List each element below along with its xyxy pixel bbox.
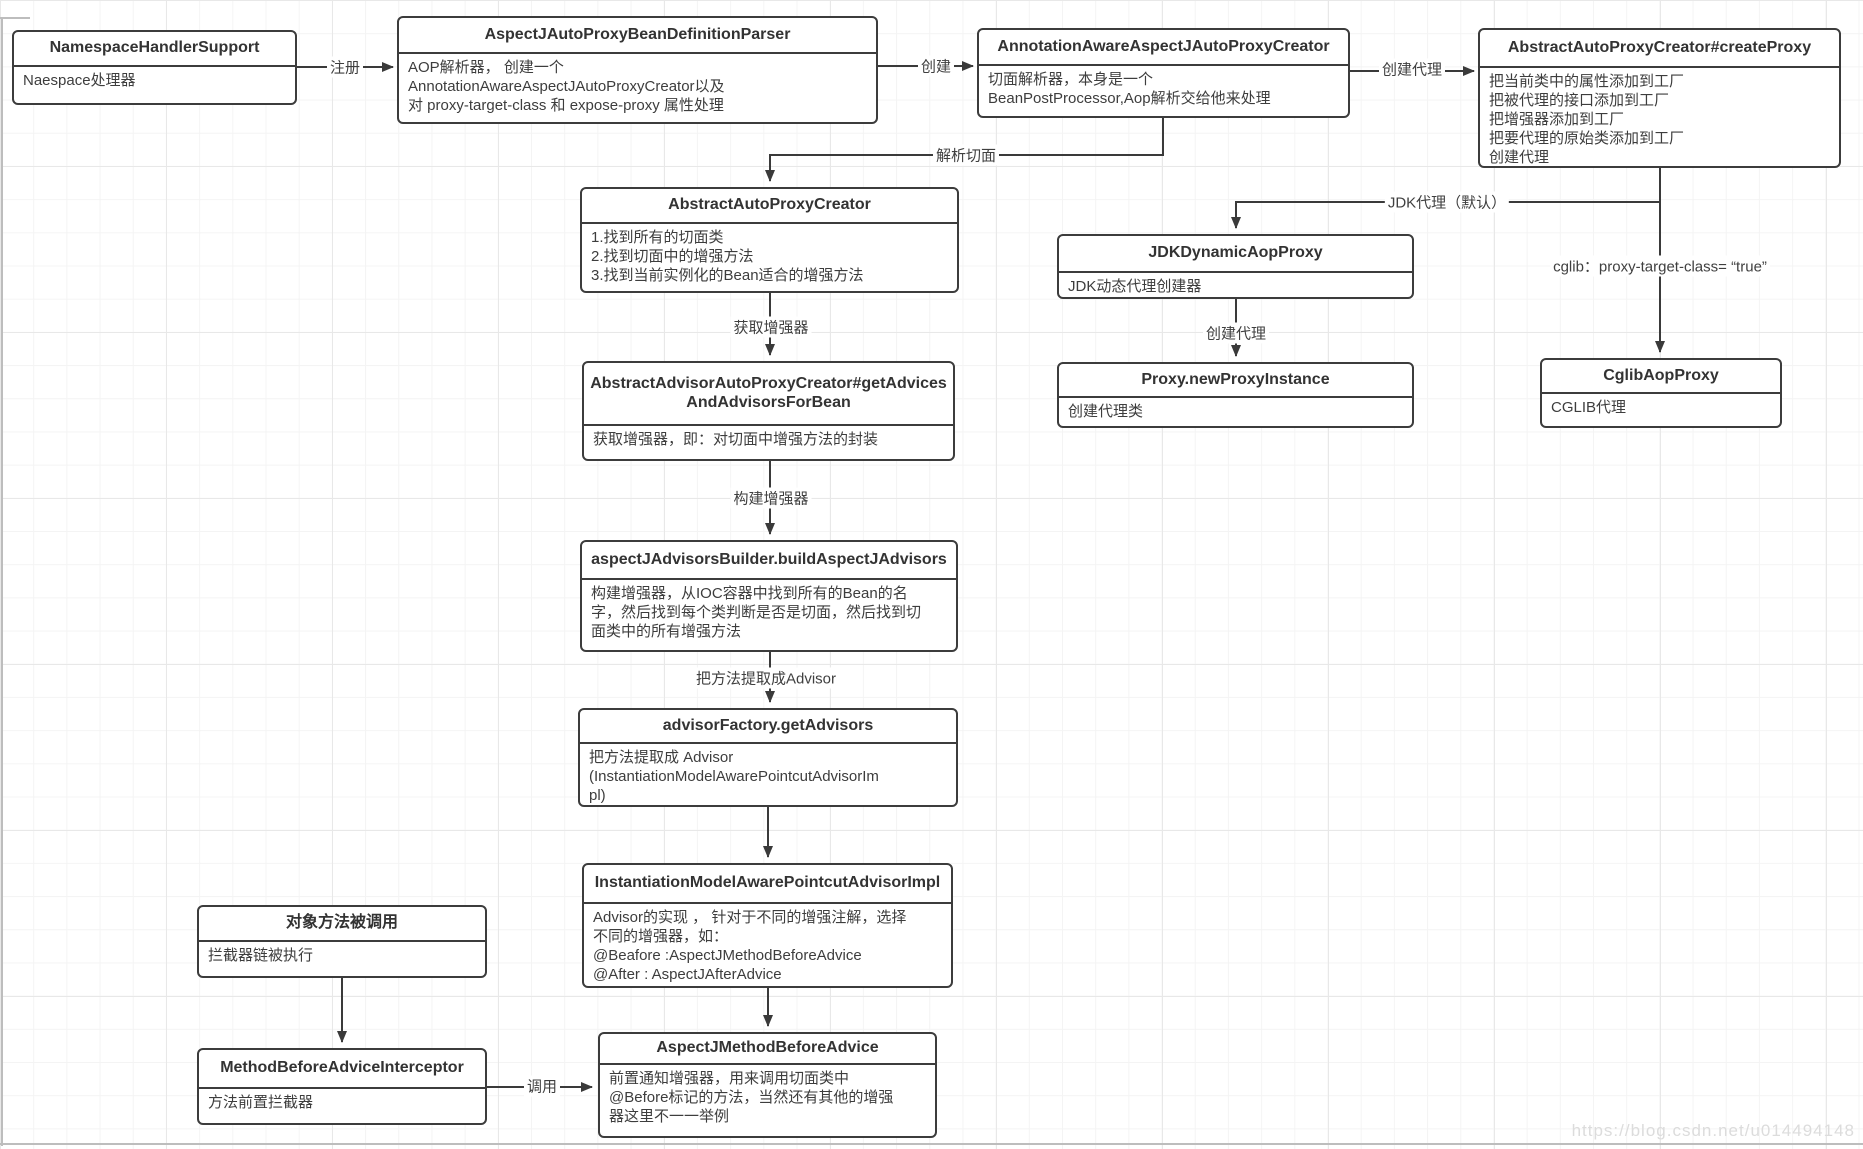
node-body-line: CGLIB代理	[1551, 399, 1627, 416]
node-body: 1.找到所有的切面类 2.找到切面中的增强方法 3.找到当前实例化的Bean适合的增…	[582, 224, 957, 287]
node-title: AnnotationAwareAspectJAutoProxyCreator	[979, 30, 1348, 66]
node-body: Advisor的实现 ， 针对于不同的增强注解，选择不同的增强器，如： @Beaf…	[584, 904, 951, 986]
node-body-line: 创建代理	[1489, 149, 1550, 166]
node-aspectj-autoproxy-bean-definition-parser[interactable]: AspectJAutoProxyBeanDefinitionParser AOP…	[397, 16, 878, 124]
node-abstract-autoproxy-creator-create-proxy[interactable]: AbstractAutoProxyCreator#createProxy 把当前…	[1478, 28, 1841, 168]
node-title: InstantiationModelAwarePointcutAdvisorIm…	[584, 865, 951, 904]
node-body-line: 把被代理的接口添加到工厂	[1489, 92, 1670, 109]
node-body-line: pl)	[589, 787, 606, 804]
node-aspectj-method-before-advice[interactable]: AspectJMethodBeforeAdvice 前置通知增强器，用来调用切面…	[598, 1032, 937, 1138]
node-body-line: 方法前置拦截器	[208, 1094, 314, 1111]
node-title: AbstractAdvisorAutoProxyCreator#getAdvic…	[584, 363, 953, 426]
node-body: 把方法提取成 Advisor (InstantiationModelAwareP…	[580, 744, 956, 805]
node-aspectj-advisors-builder-build[interactable]: aspectJAdvisorsBuilder.buildAspectJAdvis…	[580, 540, 958, 652]
node-title: aspectJAdvisorsBuilder.buildAspectJAdvis…	[582, 542, 956, 580]
edge-label-create-proxy-jdk: 创建代理	[1202, 322, 1270, 344]
node-title: advisorFactory.getAdvisors	[580, 710, 956, 744]
node-body-line: 前置通知增强器，用来调用切面类中	[609, 1070, 850, 1087]
edge-label-create: 创建	[917, 55, 955, 77]
node-title: MethodBeforeAdviceInterceptor	[199, 1050, 485, 1089]
node-body-line: 2.找到切面中的增强方法	[591, 248, 754, 265]
edge-label-extract-advisor: 把方法提取成Advisor	[692, 667, 840, 689]
node-abstract-advisor-autoproxy-creator-get-advices[interactable]: AbstractAdvisorAutoProxyCreator#getAdvic…	[582, 361, 955, 461]
node-title: CglibAopProxy	[1542, 360, 1780, 394]
node-body-line: (InstantiationModelAwarePointcutAdvisorI…	[589, 768, 879, 785]
node-body-line: 3.找到当前实例化的Bean适合的增强方法	[591, 267, 864, 284]
edge-label-create-proxy: 创建代理	[1378, 58, 1446, 80]
node-body-line: 拦截器链被执行	[208, 947, 314, 964]
node-body-line: 获取增强器，即：对切面中增强方法的封装	[593, 431, 879, 448]
node-abstract-autoproxy-creator[interactable]: AbstractAutoProxyCreator 1.找到所有的切面类 2.找到切…	[580, 187, 959, 293]
node-body: AOP解析器， 创建一个 AnnotationAwareAspectJAutoPr…	[399, 54, 876, 117]
node-body-line: JDK动态代理创建器	[1068, 278, 1202, 295]
node-body: 获取增强器，即：对切面中增强方法的封装	[584, 426, 953, 451]
node-body-line: 把当前类中的属性添加到工厂	[1489, 73, 1685, 90]
node-method-before-advice-interceptor[interactable]: MethodBeforeAdviceInterceptor 方法前置拦截器	[197, 1048, 487, 1125]
node-body-line: 把要代理的原始类添加到工厂	[1489, 130, 1685, 147]
edge-label-get-enhancers: 获取增强器	[730, 316, 812, 338]
node-body-line: 创建代理类	[1068, 403, 1144, 420]
node-title: AbstractAutoProxyCreator#createProxy	[1480, 30, 1839, 68]
node-title: NamespaceHandlerSupport	[14, 32, 295, 67]
node-proxy-new-proxy-instance[interactable]: Proxy.newProxyInstance 创建代理类	[1057, 362, 1414, 428]
edge-label-invoke: 调用	[523, 1075, 561, 1097]
node-body: Naespace处理器	[14, 67, 295, 92]
node-title: Proxy.newProxyInstance	[1059, 364, 1412, 398]
node-advisor-factory-get-advisors[interactable]: advisorFactory.getAdvisors 把方法提取成 Adviso…	[578, 708, 958, 807]
watermark: https://blog.csdn.net/u014494148	[1571, 1121, 1855, 1140]
node-body: 拦截器链被执行	[199, 942, 485, 967]
node-body-line: 面类中的所有增强方法	[591, 623, 742, 640]
node-body-line: BeanPostProcessor,Aop解析交给他来处理	[988, 90, 1271, 107]
node-body-line: 对 proxy-target-class 和 expose-proxy 属性处理	[408, 97, 724, 114]
node-body: 构建增强器，从IOC容器中找到所有的Bean的名字，然后找到每个类判断是否是切面…	[582, 580, 956, 643]
node-body-line: 1.找到所有的切面类	[591, 229, 724, 246]
node-body: 把当前类中的属性添加到工厂把被代理的接口添加到工厂把增强器添加到工厂把要代理的原…	[1480, 68, 1839, 166]
node-title: AspectJMethodBeforeAdvice	[600, 1034, 935, 1065]
node-body-line: Naespace处理器	[23, 72, 136, 89]
node-body: 方法前置拦截器	[199, 1089, 485, 1114]
node-body-line: @Beafore :AspectJMethodBeforeAdvice	[593, 947, 862, 964]
node-body: 创建代理类	[1059, 398, 1412, 423]
node-body-line: AOP解析器， 创建一个	[408, 59, 564, 76]
node-jdk-dynamic-aop-proxy[interactable]: JDKDynamicAopProxy JDK动态代理创建器	[1057, 234, 1414, 299]
node-body-line: 构建增强器，从IOC容器中找到所有的Bean的名	[591, 585, 908, 602]
node-title: AbstractAutoProxyCreator	[582, 189, 957, 224]
node-namespace-handler-support[interactable]: NamespaceHandlerSupport Naespace处理器	[12, 30, 297, 105]
node-body-line: 把增强器添加到工厂	[1489, 111, 1625, 128]
node-body-line: 字，然后找到每个类判断是否是切面，然后找到切	[591, 604, 922, 621]
node-cglib-aop-proxy[interactable]: CglibAopProxy CGLIB代理	[1540, 358, 1782, 428]
node-body: JDK动态代理创建器	[1059, 273, 1412, 297]
node-body: CGLIB代理	[1542, 394, 1780, 419]
edge-label-register: 注册	[326, 56, 364, 78]
edge-label-parse-aspect: 解析切面	[932, 144, 1000, 166]
node-title: AspectJAutoProxyBeanDefinitionParser	[399, 18, 876, 54]
node-body-line: Advisor的实现 ， 针对于不同的增强注解，选择	[593, 909, 907, 926]
node-title: 对象方法被调用	[199, 907, 485, 942]
edge-label-cglib-attr: cglib：proxy-target-class= “true”	[1550, 255, 1770, 277]
node-body-line: 把方法提取成 Advisor	[589, 749, 734, 766]
node-body-line: 切面解析器，本身是一个	[988, 71, 1154, 88]
node-instantiation-model-aware-pointcut-advisor-impl[interactable]: InstantiationModelAwarePointcutAdvisorIm…	[582, 863, 953, 988]
node-body: 切面解析器，本身是一个 BeanPostProcessor,Aop解析交给他来处理	[979, 66, 1348, 110]
node-body-line: 器这里不一一举例	[609, 1108, 730, 1125]
node-annotation-aware-aspectj-autoproxy-creator[interactable]: AnnotationAwareAspectJAutoProxyCreator 切…	[977, 28, 1350, 118]
edge-label-jdk-proxy-default: JDK代理（默认）	[1384, 191, 1510, 213]
node-body-line: AnnotationAwareAspectJAutoProxyCreator以及	[408, 78, 725, 95]
node-title: JDKDynamicAopProxy	[1059, 236, 1412, 273]
node-object-method-called[interactable]: 对象方法被调用 拦截器链被执行	[197, 905, 487, 978]
edge-label-build-enhancers: 构建增强器	[730, 487, 812, 509]
node-body-line: 不同的增强器，如：	[593, 928, 729, 945]
node-body: 前置通知增强器，用来调用切面类中 @Before标记的方法，当然还有其他的增强器这…	[600, 1065, 935, 1128]
node-body-line: @Before标记的方法，当然还有其他的增强	[609, 1089, 894, 1106]
node-body-line: @After : AspectJAfterAdvice	[593, 966, 782, 983]
